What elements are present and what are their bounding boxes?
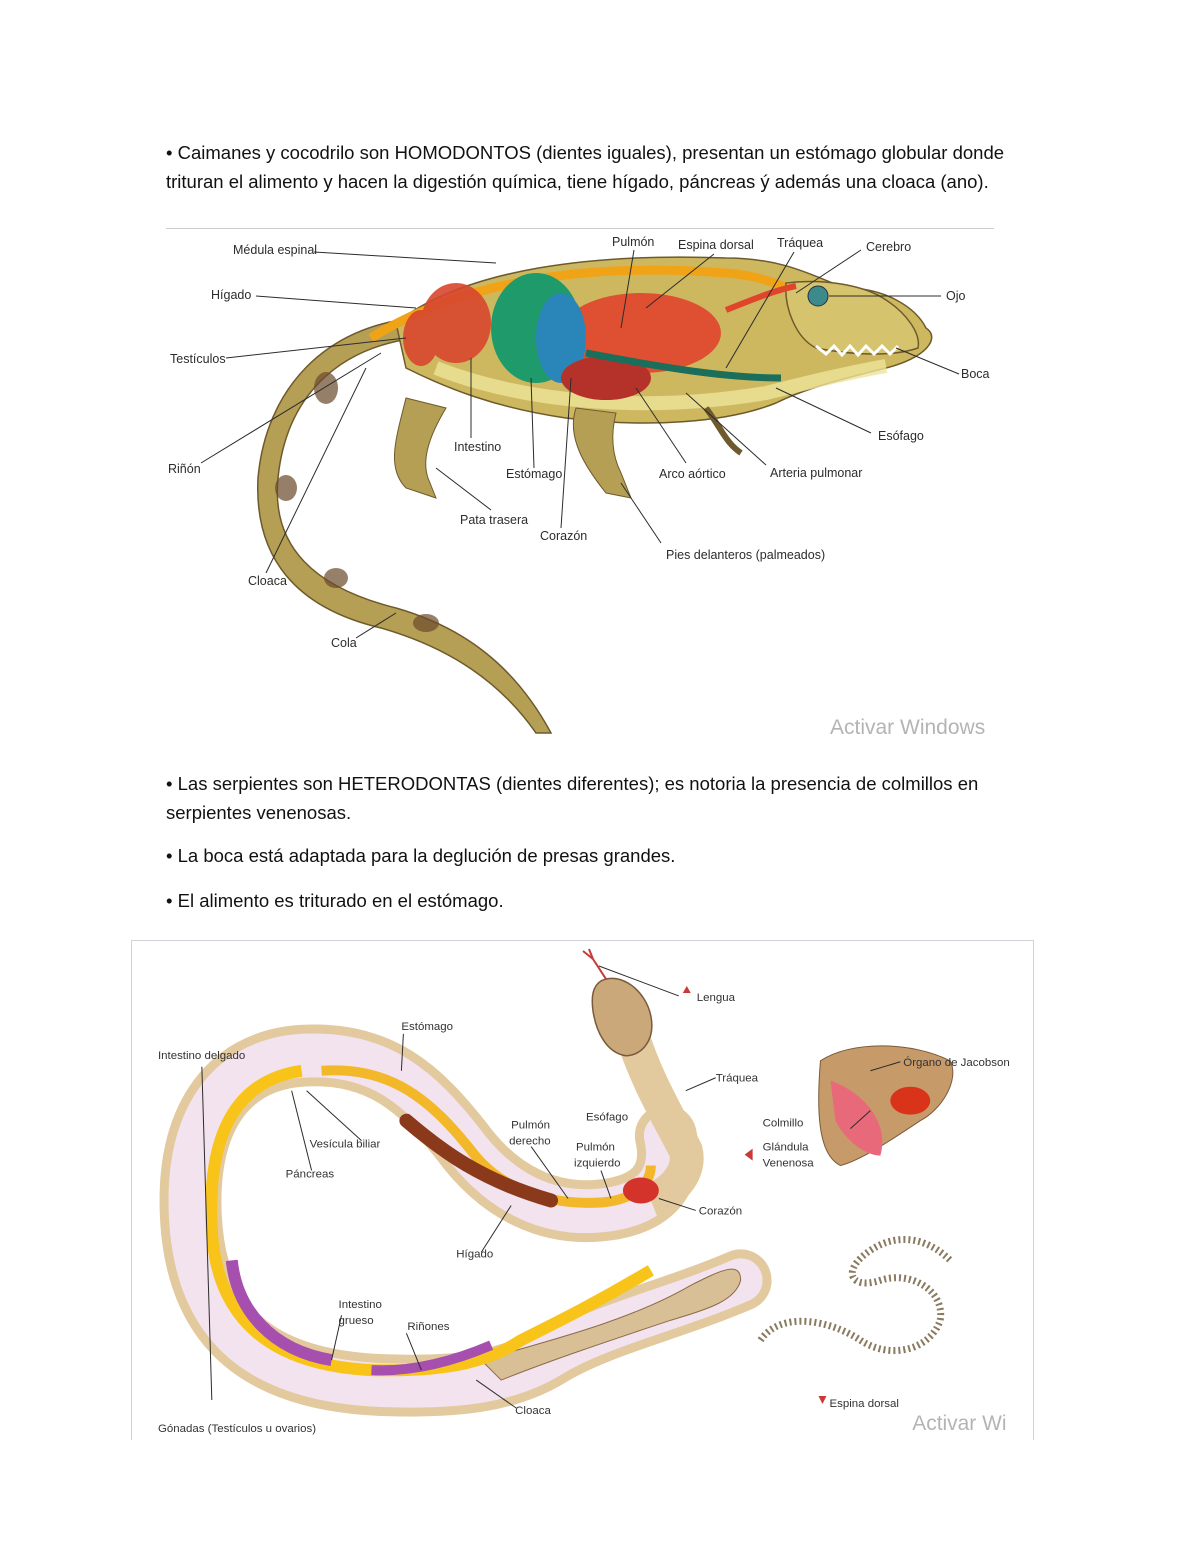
label-corazon: Corazón xyxy=(540,529,587,543)
label-rinon: Riñón xyxy=(168,462,201,476)
activation-watermark-partial: Activar Wi xyxy=(912,1412,1006,1435)
label-rinones: Riñones xyxy=(407,1321,449,1333)
paragraph-crocodile-digestion: • Caimanes y cocodrilo son HOMODONTOS (d… xyxy=(166,142,1005,192)
label-cloaca: Cloaca xyxy=(248,574,287,588)
paragraph-snake-mouth: • La boca está adaptada para la deglució… xyxy=(166,845,676,866)
crocodile-anatomy-figure: Médula espinal Pulmón Espina dorsal Tráq… xyxy=(166,228,994,736)
label-esofago: Esófago xyxy=(878,429,924,443)
label-vesicula-biliar: Vesícula biliar xyxy=(310,1139,381,1151)
label-intestino-grueso-1: Intestino xyxy=(339,1299,382,1311)
label-pulmon-derecho-1: Pulmón xyxy=(511,1120,550,1132)
label-pulmon-izquierdo-2: izquierdo xyxy=(574,1158,621,1170)
label-pancreas: Páncreas xyxy=(286,1169,335,1181)
label-cloaca: Cloaca xyxy=(515,1405,551,1417)
label-corazon: Corazón xyxy=(699,1205,742,1217)
label-espina-dorsal: Espina dorsal xyxy=(829,1398,899,1410)
label-glandula-2: Venenosa xyxy=(763,1158,815,1170)
snake-head xyxy=(591,977,653,1057)
label-colmillo: Colmillo xyxy=(763,1118,804,1130)
label-estomago: Estómago xyxy=(401,1021,453,1033)
label-arco-aortico: Arco aórtico xyxy=(659,467,726,481)
label-higado: Hígado xyxy=(211,288,251,302)
crocodile-eye xyxy=(807,285,829,307)
paragraph-snakes-teeth: • Las serpientes son HETERODONTAS (dient… xyxy=(166,773,979,823)
label-cerebro: Cerebro xyxy=(866,240,911,254)
label-higado: Hígado xyxy=(456,1248,493,1260)
label-testiculos: Testículos xyxy=(170,352,226,366)
label-organo-jacobson: Órgano de Jacobson xyxy=(903,1056,1009,1069)
label-pies-delanteros: Pies delanteros (palmeados) xyxy=(666,548,825,562)
label-espina-dorsal: Espina dorsal xyxy=(678,238,754,252)
label-gonadas: Gónadas (Testículos u ovarios) xyxy=(158,1423,316,1435)
label-glandula-1: Glándula xyxy=(763,1142,810,1154)
label-arteria-pulmonar: Arteria pulmonar xyxy=(770,466,862,480)
snake-tongue xyxy=(582,948,607,980)
intestine-organ xyxy=(403,283,491,366)
liver-organ xyxy=(561,356,651,400)
label-intestino-delgado: Intestino delgado xyxy=(158,1050,245,1062)
label-pata-trasera: Pata trasera xyxy=(460,513,528,527)
espina-marker-icon xyxy=(818,1396,827,1405)
label-boca: Boca xyxy=(961,367,990,381)
label-traquea: Tráquea xyxy=(777,236,823,250)
snake-tail xyxy=(480,1268,742,1381)
esophagus-organ xyxy=(585,349,782,382)
activation-watermark: Activar Windows xyxy=(830,716,985,736)
label-pulmon-derecho-2: derecho xyxy=(509,1136,550,1148)
crocodile-tail xyxy=(257,317,553,734)
front-leg xyxy=(572,407,632,499)
label-esofago: Esófago xyxy=(586,1112,628,1124)
label-pulmon: Pulmón xyxy=(612,235,654,249)
label-lengua: Lengua xyxy=(697,992,736,1004)
label-ojo: Ojo xyxy=(946,289,966,303)
hind-leg xyxy=(394,397,447,499)
lengua-marker-icon xyxy=(682,985,691,993)
label-pulmon-izquierdo-1: Pulmón xyxy=(576,1142,615,1154)
label-intestino: Intestino xyxy=(454,440,501,454)
snake-anatomy-figure: Lengua Estómago Intestino delgado Tráque… xyxy=(131,940,1034,1440)
snake-heart xyxy=(622,1177,659,1204)
glandula-marker-icon xyxy=(744,1148,753,1161)
label-medula-espinal: Médula espinal xyxy=(233,243,317,257)
venom-head-inset xyxy=(818,1045,954,1167)
snake-skeleton xyxy=(757,1236,953,1355)
label-estomago: Estómago xyxy=(506,467,562,481)
label-cola: Cola xyxy=(331,636,357,650)
label-traquea: Tráquea xyxy=(716,1073,759,1085)
snake-liver xyxy=(399,1113,559,1208)
paragraph-snake-stomach: • El alimento es triturado en el estómag… xyxy=(166,890,504,911)
label-intestino-grueso-2: grueso xyxy=(339,1315,374,1327)
